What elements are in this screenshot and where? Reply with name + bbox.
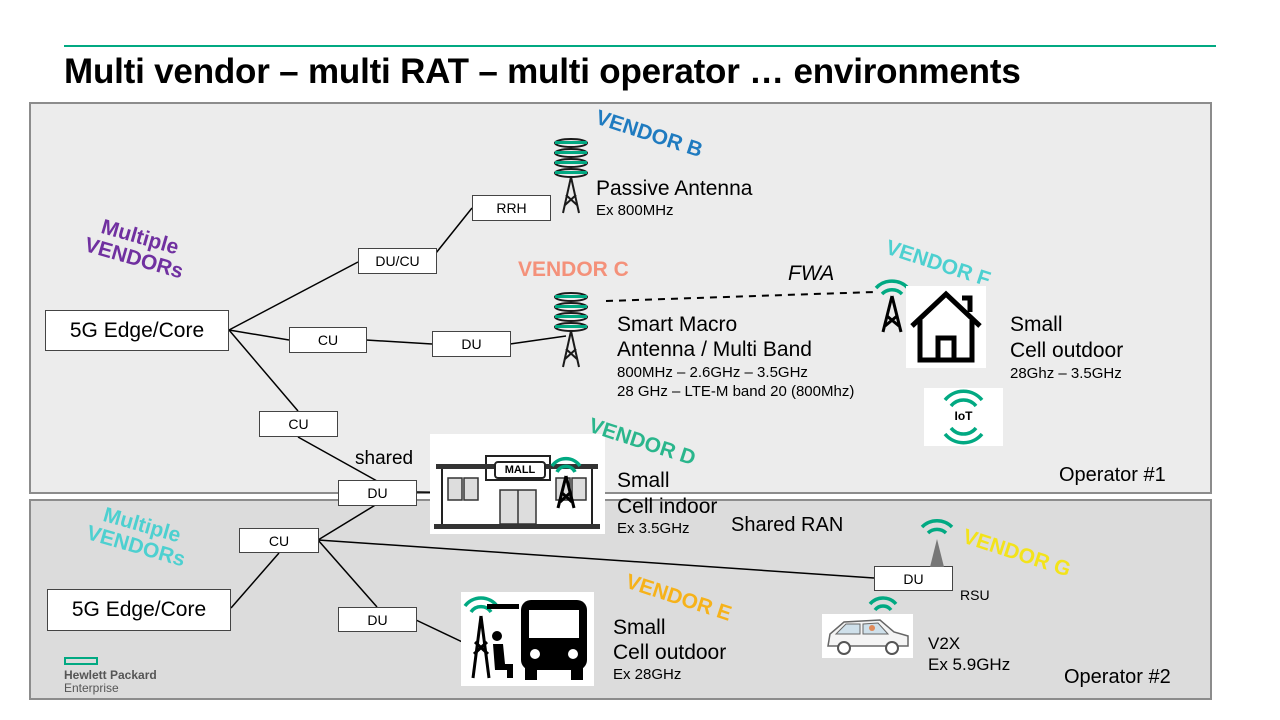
rsu-label: RSU (960, 587, 990, 603)
vendor-f-line3: 28Ghz – 3.5GHz (1010, 365, 1122, 382)
operator2-panel (29, 499, 1212, 700)
mall-sign: MALL (494, 461, 546, 479)
operator1-panel (29, 102, 1212, 494)
du-node-rsu: DU (874, 566, 953, 591)
mall-building-icon: MALL (430, 434, 605, 534)
rsu-antenna-icon (920, 519, 954, 567)
bus-stop-icon (461, 592, 594, 686)
passive-antenna-tower-icon (554, 138, 588, 214)
house-icon (906, 286, 986, 368)
shared-ran-label: Shared RAN (731, 514, 844, 536)
fwa-label: FWA (788, 262, 835, 285)
smart-macro-antenna-tower-icon (554, 292, 588, 368)
v2x-line1: V2X (928, 634, 961, 653)
rrh-node: RRH (472, 195, 551, 221)
du-node-op2-low: DU (338, 607, 417, 632)
vendor-f-line1: Small (1010, 313, 1063, 336)
operator1-label: Operator #1 (1059, 464, 1166, 486)
vendor-e-line2: Cell outdoor (613, 641, 727, 664)
cu-node-op2: CU (239, 528, 319, 553)
hpe-logo-line1: Hewlett Packard (64, 668, 157, 682)
page-title: Multi vendor – multi RAT – multi operato… (64, 52, 1021, 91)
core-node-op1: 5G Edge/Core (45, 310, 229, 351)
v2x-signal-icon (868, 596, 898, 612)
vendor-e-line1: Small (613, 616, 666, 639)
vendor-e-line3: Ex 28GHz (613, 666, 682, 683)
core-node-op2: 5G Edge/Core (47, 589, 231, 631)
vendor-d-line3: Ex 3.5GHz (617, 520, 690, 537)
du-node-mid: DU (432, 331, 511, 357)
cu-node-mid: CU (289, 327, 367, 353)
operator2-label: Operator #2 (1064, 666, 1171, 688)
hpe-logo-text: Hewlett Packard Enterprise (64, 668, 157, 696)
vendor-c-line3: 800MHz – 2.6GHz – 3.5GHz (617, 364, 808, 381)
vendor-b-line1: Passive Antenna (596, 177, 753, 200)
vendor-c-line4: 28 GHz – LTE-M band 20 (800Mhz) (617, 383, 855, 400)
small-cell-antenna-icon (874, 279, 910, 333)
vendor-d-line1: Small (617, 469, 670, 492)
vendor-c-line1: Smart Macro (617, 313, 738, 336)
hpe-logo-icon (64, 657, 98, 665)
v2x-line2: Ex 5.9GHz (928, 655, 1011, 674)
vendor-d-line2: Cell indoor (617, 495, 718, 518)
vendor-c-line2: Antenna / Multi Band (617, 338, 812, 361)
du-node-shared: DU (338, 480, 417, 506)
cu-node-low: CU (259, 411, 338, 437)
vendor-b-line2: Ex 800MHz (596, 202, 674, 219)
du-cu-node: DU/CU (358, 248, 437, 274)
car-icon (822, 614, 913, 658)
iot-label: IoT (954, 409, 973, 423)
hpe-logo-line2: Enterprise (64, 681, 119, 696)
title-rule (64, 45, 1216, 47)
vendor-f-line2: Cell outdoor (1010, 339, 1124, 362)
iot-icon: IoT (924, 388, 1003, 446)
shared-label: shared (355, 448, 414, 469)
fwa-dashed-link (605, 291, 876, 302)
vendor-c-label: VENDOR C (518, 258, 629, 281)
